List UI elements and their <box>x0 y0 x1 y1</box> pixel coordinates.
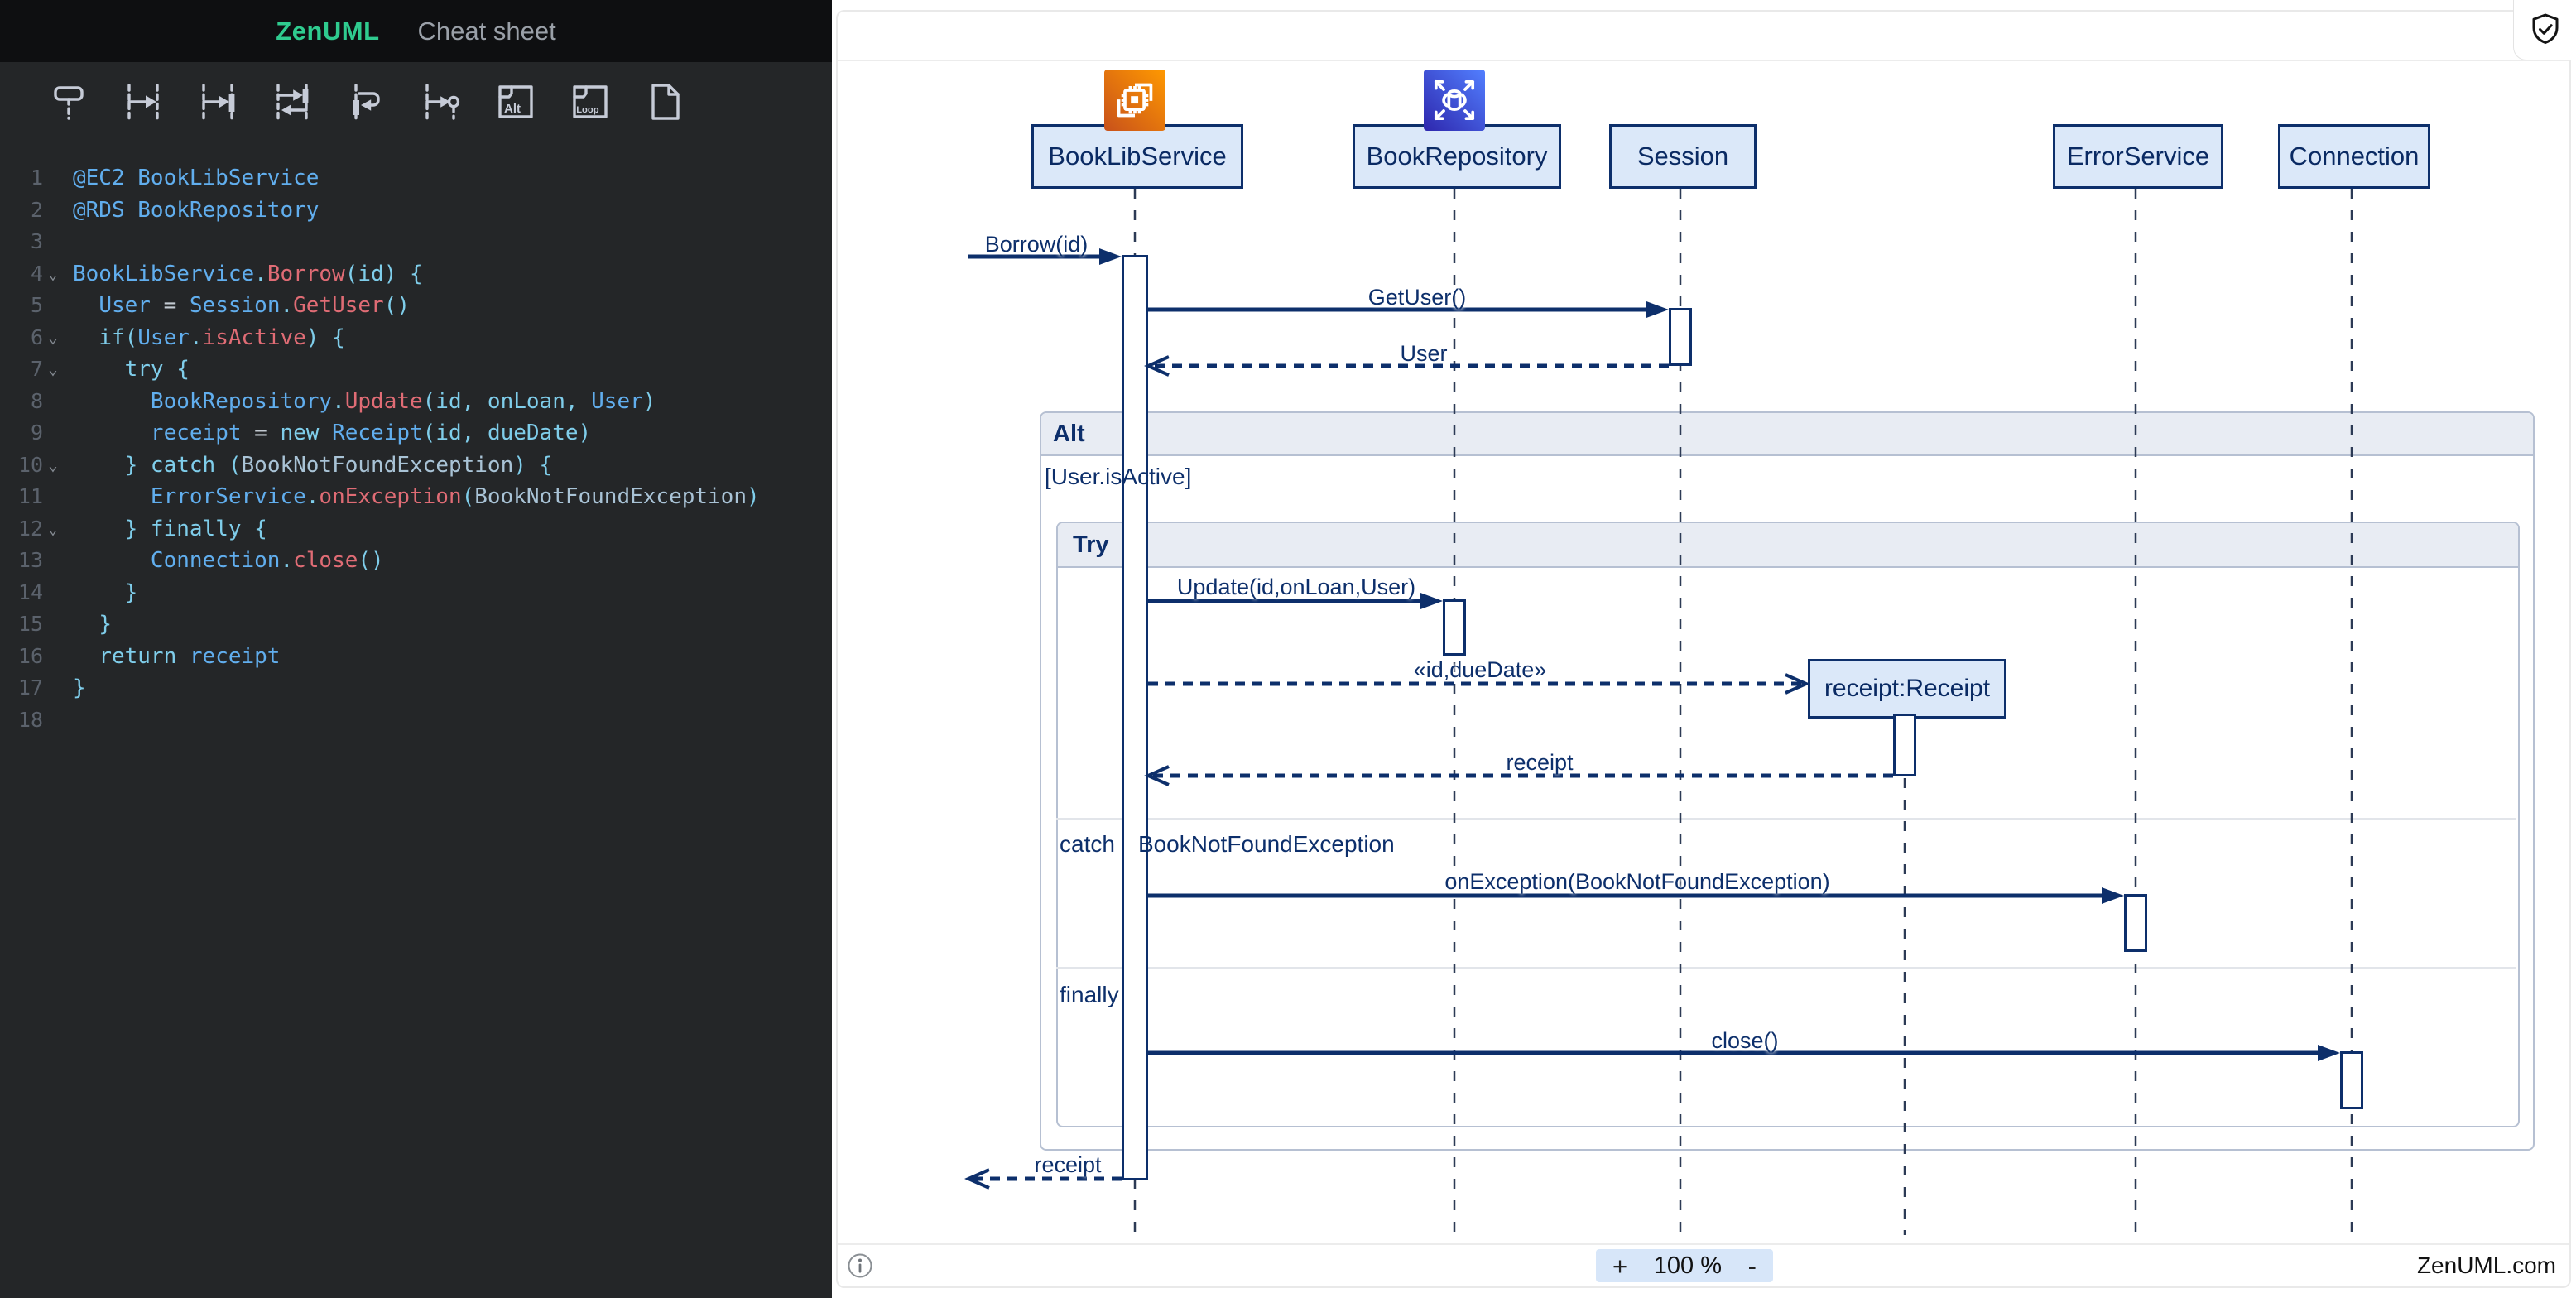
alt-fragment: Alt <box>1040 411 2535 1151</box>
code-line-12: 12⌄ } finally { <box>0 513 832 546</box>
finally-section-label: finally <box>1060 982 1119 1007</box>
diagram-card-topbar <box>838 12 2569 61</box>
code-line-4: 4⌄BookLibService.Borrow(id) { <box>0 258 832 291</box>
site-label: ZenUML.com <box>2416 1252 2556 1278</box>
fold-chevron-icon[interactable]: ⌄ <box>48 455 58 474</box>
async-message-icon <box>202 84 235 120</box>
alt-fragment-icon: Alt <box>498 85 533 118</box>
activation-bar-4 <box>2124 894 2147 952</box>
loop-fragment-icon-button[interactable]: Loop <box>568 79 613 124</box>
code-line-9: 9 receipt = new Receipt(id, dueDate) <box>30 421 592 445</box>
message-label-receipt_return[interactable]: receipt <box>1506 750 1574 775</box>
zoom-control: + 100 % - <box>1596 1249 1773 1282</box>
activation-bar-0 <box>1122 255 1148 1180</box>
message-label-borrow[interactable]: Borrow(id) <box>984 232 1089 257</box>
activation-bar-5 <box>2340 1051 2363 1109</box>
code-line-6: 6⌄ if(User.isActive) { <box>0 322 832 354</box>
message-label-onexception[interactable]: onException(BookNotFoundException) <box>1444 869 1830 894</box>
message-label-final_return[interactable]: receipt <box>1034 1152 1102 1177</box>
code-line-8: 8 BookRepository.Update(id, onLoan, User… <box>30 388 656 414</box>
finally-divider <box>1056 967 2516 969</box>
try-fragment: Try <box>1056 522 2520 1127</box>
code-line-10: 10⌄ } catch (BookNotFoundException) { <box>0 449 832 482</box>
editor-panel: ZenUML Cheat sheet Alt Loop 1@EC2 BookLib… <box>0 0 832 1298</box>
activation-bar-2 <box>1443 599 1466 656</box>
message-label-update[interactable]: Update(id,onLoan,User) <box>1176 574 1416 599</box>
svg-text:Loop: Loop <box>576 105 599 115</box>
zenuml-logo: ZenUML <box>276 16 380 46</box>
reply-message-icon-button[interactable] <box>270 79 315 124</box>
ec2-icon <box>1104 70 1165 131</box>
sync-message-icon <box>127 84 159 120</box>
creation-message-icon <box>425 84 460 120</box>
cheat-sheet-tab[interactable]: Cheat sheet <box>417 16 556 46</box>
diagram-toolbar: Alt Loop <box>0 62 832 142</box>
zoom-level: 100 % <box>1653 1252 1722 1279</box>
code-line-3: 3 <box>30 229 43 253</box>
code-line-7: 7⌄ try { <box>0 353 832 386</box>
participant-icon-button[interactable] <box>46 79 91 124</box>
alt-fragment-label: Alt <box>1053 420 1085 447</box>
new-file-icon <box>651 84 680 120</box>
activation-bar-3 <box>1893 714 1916 776</box>
zoom-in-button[interactable]: + <box>1609 1253 1631 1279</box>
code-line-2: 2@RDS BookRepository <box>30 197 320 223</box>
async-message-icon-button[interactable] <box>195 79 240 124</box>
creation-box-receipt[interactable]: receipt:Receipt <box>1808 659 2006 719</box>
svg-text:Alt: Alt <box>504 102 521 116</box>
code-line-1: 1@EC2 BookLibService <box>30 166 320 190</box>
extension-shield-overlay[interactable] <box>2513 0 2576 60</box>
fold-chevron-icon[interactable]: ⌄ <box>48 264 58 283</box>
fold-chevron-icon[interactable]: ⌄ <box>48 328 58 347</box>
info-icon[interactable] <box>846 1252 874 1280</box>
code-line-18: 18 <box>17 707 43 732</box>
participant-BookRepository[interactable]: BookRepository <box>1353 124 1561 189</box>
self-message-icon <box>353 84 380 120</box>
diagram-footer: + 100 % - ZenUML.com <box>838 1243 2569 1286</box>
self-message-icon-button[interactable] <box>344 79 389 124</box>
code-line-17: 17} <box>17 675 86 700</box>
message-label-create_receipt[interactable]: «id,dueDate» <box>1413 657 1547 682</box>
code-line-5: 5 User = Session.GetUser() <box>30 293 411 318</box>
code-line-11: 11 ErrorService.onException(BookNotFound… <box>17 484 760 509</box>
fold-chevron-icon[interactable]: ⌄ <box>48 360 58 378</box>
activation-bar-1 <box>1669 308 1692 366</box>
loop-fragment-icon: Loop <box>573 85 608 118</box>
new-file-icon-button[interactable] <box>642 79 687 124</box>
participant-BookLibService[interactable]: BookLibService <box>1031 124 1243 189</box>
code-lines: 1@EC2 BookLibService 2@RDS BookRepository… <box>0 162 832 736</box>
message-label-getuser[interactable]: GetUser() <box>1367 285 1467 310</box>
sync-message-icon-button[interactable] <box>121 79 166 124</box>
shield-check-icon <box>2532 13 2559 44</box>
alt-condition: [User.isActive] <box>1045 464 1192 489</box>
code-line-14: 14 } <box>17 579 138 605</box>
code-line-16: 16 return receipt <box>17 643 281 669</box>
participant-Session[interactable]: Session <box>1609 124 1757 189</box>
message-label-user_return[interactable]: User <box>1400 341 1448 366</box>
message-label-close[interactable]: close() <box>1711 1028 1779 1053</box>
code-editor[interactable]: 1@EC2 BookLibService 2@RDS BookRepository… <box>0 141 832 1298</box>
zoom-out-button[interactable]: - <box>1745 1253 1760 1279</box>
app-header: ZenUML Cheat sheet <box>0 0 832 62</box>
catch-divider <box>1056 818 2516 820</box>
rds-icon <box>1424 70 1485 131</box>
creation-message-icon-button[interactable] <box>419 79 464 124</box>
code-line-13: 13 Connection.close() <box>17 548 384 573</box>
participant-Connection[interactable]: Connection <box>2278 124 2430 189</box>
code-line-15: 15 } <box>17 612 112 637</box>
fold-chevron-icon[interactable]: ⌄ <box>48 519 58 538</box>
alt-fragment-icon-button[interactable]: Alt <box>493 79 538 124</box>
reply-message-icon <box>276 84 309 120</box>
participant-ErrorService[interactable]: ErrorService <box>2053 124 2223 189</box>
participant-icon <box>54 86 84 120</box>
try-fragment-label: Try <box>1073 531 1109 558</box>
